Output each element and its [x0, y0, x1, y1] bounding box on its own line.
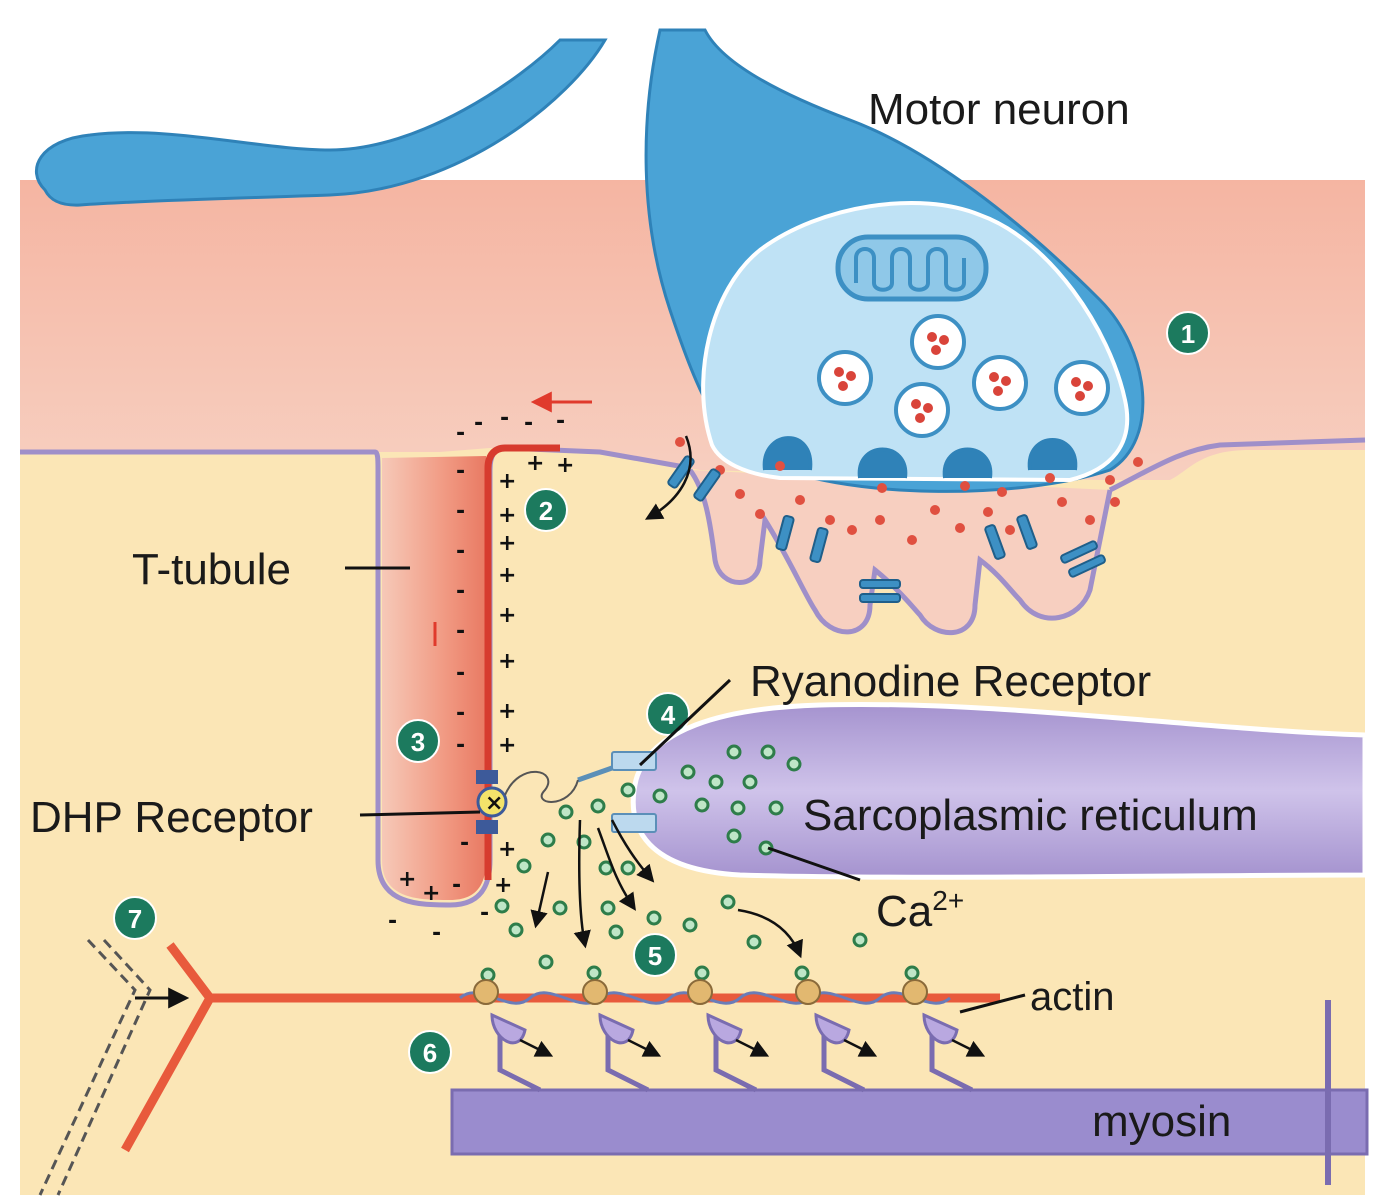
sarcoplasmic-reticulum-label: Sarcoplasmic reticulum	[803, 791, 1258, 840]
svg-text:+: +	[526, 451, 544, 476]
calcium-label: Ca2+	[876, 885, 964, 936]
step-badge-5: 5	[633, 933, 677, 977]
svg-text:+: +	[494, 873, 512, 898]
svg-text:+: +	[498, 531, 516, 556]
svg-text:-: -	[456, 733, 465, 758]
ion-flow-arrow	[644, 435, 692, 520]
svg-text:-: -	[456, 661, 465, 686]
svg-text:+: +	[498, 699, 516, 724]
ryanodine-leader	[638, 678, 732, 767]
svg-text:6: 6	[423, 1038, 437, 1068]
svg-text:4: 4	[661, 700, 676, 730]
dhp-receptor: ×	[476, 770, 579, 834]
myosin-heads	[490, 1012, 986, 1093]
synaptic-vesicles	[762, 314, 1110, 479]
mitochondrion	[835, 234, 989, 302]
svg-text:-: -	[456, 619, 465, 644]
svg-text:-: -	[456, 421, 465, 446]
svg-text:-: -	[456, 539, 465, 564]
svg-text:×: ×	[485, 791, 503, 816]
t-tubule	[382, 456, 486, 900]
step-badge-4: 4	[646, 692, 690, 736]
svg-text:+: +	[422, 881, 440, 906]
svg-text:-: -	[460, 831, 469, 856]
sarcoplasmic-reticulum	[630, 701, 1368, 880]
svg-text:7: 7	[128, 904, 142, 934]
sarcolemma-line-right	[1108, 437, 1366, 493]
svg-text:5: 5	[648, 941, 662, 971]
svg-text:-: -	[456, 579, 465, 604]
step-badge-6: 6	[408, 1030, 452, 1074]
svg-text:-: -	[432, 921, 441, 946]
calcium-leader	[767, 846, 861, 882]
actin-leader	[959, 993, 1026, 1014]
motor-neuron-axon	[34, 38, 608, 207]
svg-text:-: -	[456, 459, 465, 484]
svg-text:-: -	[456, 499, 465, 524]
svg-text:+: +	[556, 453, 574, 478]
svg-text:3: 3	[411, 727, 425, 757]
svg-text:-: -	[556, 409, 565, 434]
svg-text:-: -	[456, 701, 465, 726]
step-badge-7: 7	[113, 896, 157, 940]
junctional-folds	[687, 468, 1113, 636]
svg-text:+: +	[498, 503, 516, 528]
svg-text:-: -	[524, 411, 533, 436]
svg-text:2: 2	[539, 496, 553, 526]
z-line-dashed	[38, 938, 137, 1196]
svg-text:-: -	[388, 909, 397, 934]
dhp-leader	[359, 810, 481, 817]
svg-text:-: -	[474, 411, 483, 436]
calcium-ions	[480, 744, 920, 983]
calcium-flow-arrows	[530, 819, 803, 959]
svg-text:+: +	[498, 603, 516, 628]
z-line-dashed-2	[56, 938, 152, 1196]
svg-text:-: -	[500, 406, 509, 431]
ach-receptors	[667, 455, 1106, 603]
svg-text:-: -	[452, 873, 461, 898]
svg-text:1: 1	[1181, 319, 1195, 349]
svg-text:+: +	[498, 469, 516, 494]
troponin-complexes	[473, 979, 928, 1005]
ryanodine-receptor-label: Ryanodine Receptor	[750, 657, 1151, 706]
svg-text:+: +	[498, 733, 516, 758]
acetylcholine-molecules	[675, 437, 1143, 545]
t-tubule-membrane	[484, 444, 560, 880]
membrane-charges: ----- ---- ---- ----- +++ ++++ +++ ++++	[388, 406, 574, 946]
dhp-receptor-label: DHP Receptor	[30, 793, 313, 842]
myosin-label: myosin	[1092, 1097, 1231, 1146]
step-badge-3: 3	[396, 719, 440, 763]
svg-text:+: +	[498, 837, 516, 862]
actin-label: actin	[1030, 975, 1115, 1019]
svg-text:+: +	[498, 563, 516, 588]
svg-text:-: -	[480, 901, 489, 926]
t-tubule-label: T-tubule	[132, 545, 291, 594]
step-badge-2: 2	[524, 488, 568, 532]
svg-text:+: +	[498, 649, 516, 674]
step-badge-1: 1	[1166, 311, 1210, 355]
svg-text:+: +	[398, 867, 416, 892]
ryanodine-receptor	[577, 751, 657, 833]
motor-neuron-label: Motor neuron	[868, 85, 1130, 134]
myosin-filament	[450, 1088, 1369, 1156]
